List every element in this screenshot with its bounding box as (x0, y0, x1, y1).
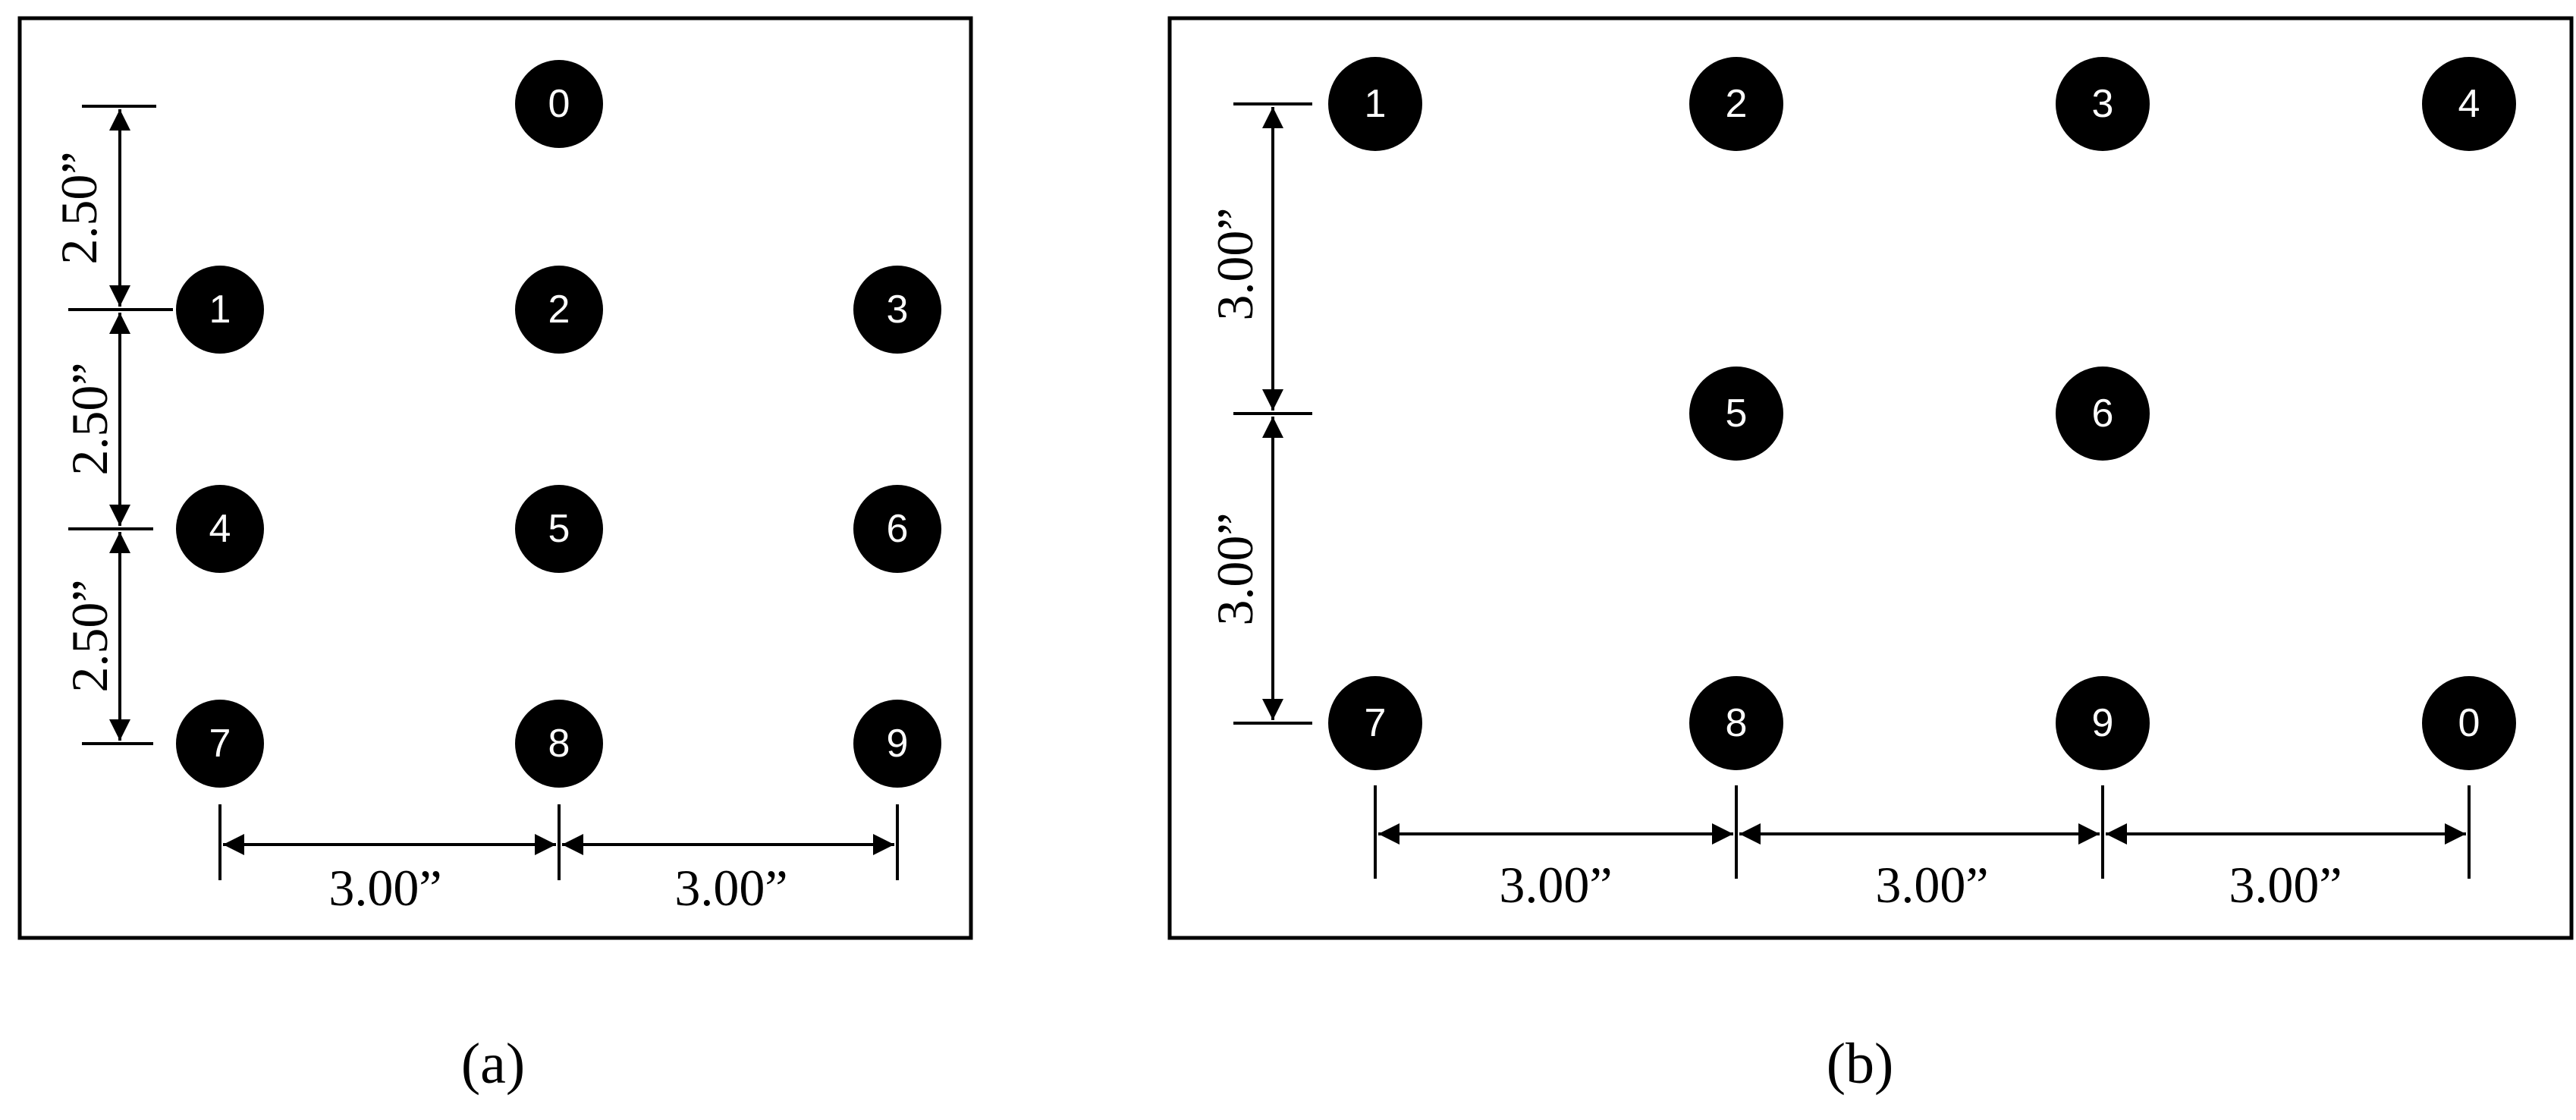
svg-text:5: 5 (1726, 392, 1748, 436)
hole-b-4: 4 (2422, 57, 2516, 151)
dim-a-v3: 2.50” (61, 579, 118, 692)
svg-text:7: 7 (209, 722, 231, 766)
svg-text:4: 4 (2458, 82, 2480, 126)
svg-text:6: 6 (2092, 392, 2114, 436)
caption-a: (a) (461, 1032, 525, 1096)
hole-a-7: 7 (176, 700, 264, 788)
panel-b-vertical-dimension: 3.00” 3.00” (1206, 102, 1312, 725)
panel-a-frame (17, 16, 973, 940)
caption-b: (b) (1827, 1032, 1894, 1096)
dim-b-h1: 3.00” (1499, 856, 1612, 914)
panel-b-horizontal-dimension: 3.00” 3.00” 3.00” (1374, 785, 2471, 914)
svg-text:7: 7 (1365, 701, 1387, 745)
dim-a-h2: 3.00” (674, 859, 787, 917)
hole-a-0: 0 (515, 60, 603, 148)
hole-a-1: 1 (176, 266, 264, 354)
hole-a-2: 2 (515, 266, 603, 354)
dim-b-h3: 3.00” (2229, 856, 2342, 914)
svg-text:9: 9 (2092, 701, 2114, 745)
panel-a: 0 1 2 3 4 5 6 7 8 9 2.50” 2.50” 2.50” (17, 16, 973, 1096)
hole-a-3: 3 (853, 266, 941, 354)
svg-text:1: 1 (1365, 82, 1387, 126)
svg-text:6: 6 (887, 507, 909, 551)
svg-text:9: 9 (887, 722, 909, 766)
hole-b-3: 3 (2056, 57, 2150, 151)
svg-text:2: 2 (548, 288, 570, 332)
dim-b-v1: 3.00” (1206, 207, 1264, 320)
panel-b: 1 2 3 4 5 6 7 8 9 0 3.00” 3.00” 3.0 (1167, 16, 2574, 1096)
hole-b-1: 1 (1328, 57, 1422, 151)
svg-text:3: 3 (887, 288, 909, 332)
hole-a-8: 8 (515, 700, 603, 788)
svg-text:0: 0 (548, 82, 570, 126)
dim-b-v2: 3.00” (1206, 512, 1264, 625)
hole-b-2: 2 (1689, 57, 1783, 151)
hole-a-6: 6 (853, 485, 941, 573)
svg-text:2: 2 (1726, 82, 1748, 126)
svg-text:3: 3 (2092, 82, 2114, 126)
hole-b-5: 5 (1689, 367, 1783, 461)
dim-a-h1: 3.00” (328, 859, 441, 917)
hole-a-9: 9 (853, 700, 941, 788)
svg-text:4: 4 (209, 507, 231, 551)
hole-b-6: 6 (2056, 367, 2150, 461)
panel-b-frame (1167, 16, 2574, 940)
hole-a-5: 5 (515, 485, 603, 573)
svg-text:5: 5 (548, 507, 570, 551)
hole-b-0: 0 (2422, 676, 2516, 770)
svg-text:1: 1 (209, 288, 231, 332)
panel-a-horizontal-dimension: 3.00” 3.00” (218, 804, 899, 917)
dim-a-v2: 2.50” (61, 362, 118, 475)
svg-text:8: 8 (548, 722, 570, 766)
dim-a-v1: 2.50” (50, 151, 108, 264)
hole-a-4: 4 (176, 485, 264, 573)
hole-b-7: 7 (1328, 676, 1422, 770)
panel-a-vertical-dimension: 2.50” 2.50” 2.50” (50, 105, 173, 745)
dim-b-h2: 3.00” (1875, 856, 1988, 914)
svg-text:8: 8 (1726, 701, 1748, 745)
hole-b-8: 8 (1689, 676, 1783, 770)
svg-text:0: 0 (2458, 701, 2480, 745)
hole-b-9: 9 (2056, 676, 2150, 770)
